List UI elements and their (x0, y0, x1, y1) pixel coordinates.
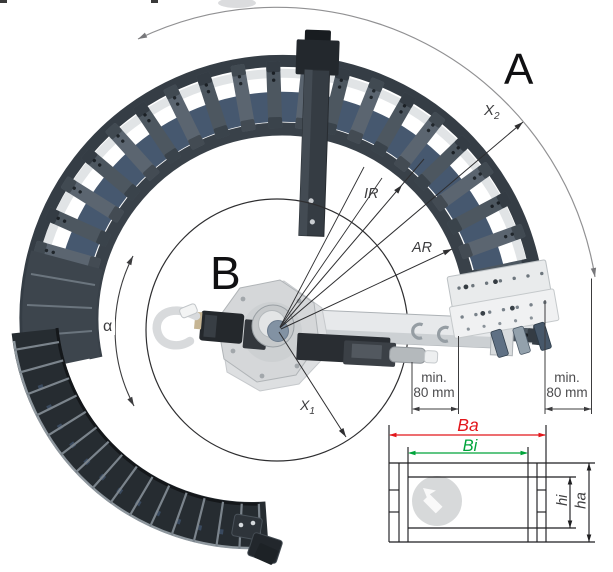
arrow-watermark-icon (412, 476, 462, 526)
outer-height-label: ha (572, 492, 590, 509)
callout-b: B (210, 247, 241, 299)
dimension-label-x1: X1 (300, 398, 315, 417)
pivot-center (267, 320, 289, 342)
clearance-dimensions (411, 278, 592, 414)
clearance-label-right: min. 80 mm (540, 370, 594, 400)
clearance-right-line2: 80 mm (546, 384, 588, 400)
dimension-label-ir: IR (364, 186, 379, 202)
clearance-left-line2: 80 mm (413, 384, 455, 400)
chain-end-cap (231, 513, 283, 565)
outer-width-label: Ba (457, 415, 479, 435)
x1-base: X (300, 397, 310, 413)
limit-switch-assembly (296, 332, 439, 367)
chain-open-section (19, 54, 546, 373)
angle-label-alpha: α (100, 319, 116, 335)
swivel-angle-arc (114, 254, 137, 408)
x2-sub: 2 (494, 111, 500, 122)
x1-sub: 1 (309, 405, 315, 417)
fixed-mount-bracket (295, 29, 340, 237)
inner-height-label: hi (554, 494, 571, 506)
clearance-right-line1: min. (554, 370, 580, 385)
inner-width-label: Bi (462, 437, 478, 455)
chain-end-tabs (490, 321, 552, 358)
clearance-left-line1: min. (421, 370, 447, 385)
clearance-label-left: min. 80 mm (407, 370, 461, 400)
callout-a: A (504, 45, 534, 94)
cross-section-drawing (388, 425, 595, 543)
x2-base: X (484, 102, 495, 119)
dimension-label-x2: X2 (484, 103, 500, 122)
dimension-label-ar: AR (412, 240, 433, 256)
chain-closed-section (11, 327, 283, 565)
crop-artifacts (0, 0, 256, 8)
chain-end-bracket (446, 259, 560, 358)
travel-arc-a (136, 6, 598, 278)
